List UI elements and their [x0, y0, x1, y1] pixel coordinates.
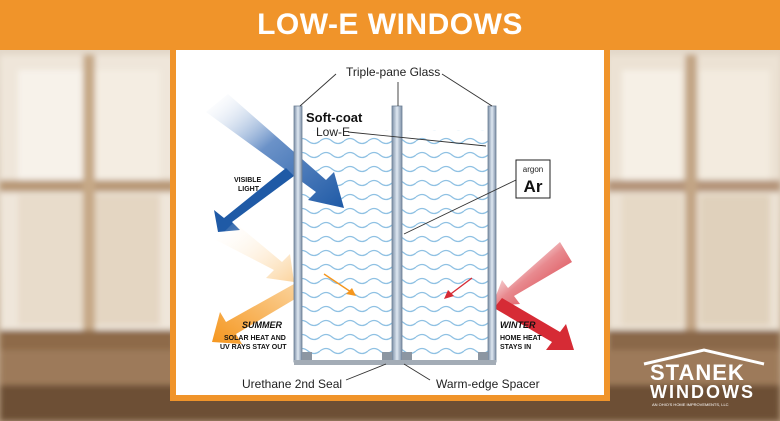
- summer-heat-arrow: [212, 222, 356, 344]
- summer-line-2: UV RAYS STAY OUT: [220, 344, 287, 351]
- argon-gas-fill-left: [302, 130, 392, 362]
- argon-gas-fill-right: [402, 130, 488, 362]
- visible-light-label-1: VISIBLE: [234, 177, 262, 184]
- winter-reflect-line: [447, 277, 473, 297]
- logo-name: STANEK: [650, 360, 745, 385]
- argon-symbol: Ar: [524, 177, 543, 196]
- visible-light-label-2: LIGHT: [238, 186, 260, 193]
- logo-tagline: AN OHIO'S HOME IMPROVEMENTS, LLC: [652, 402, 729, 407]
- logo-sub: WINDOWS: [650, 382, 755, 402]
- softcoat-label: Soft-coat: [306, 110, 363, 125]
- glass-pane-outer: [293, 105, 303, 363]
- triple-pane-diagram: Triple-pane Glass Soft-coat Low-E argon …: [206, 65, 574, 391]
- winter-line-2: STAYS IN: [500, 344, 531, 351]
- spacer-and-seal: [294, 352, 496, 365]
- winter-line-1: HOME HEAT: [500, 335, 542, 342]
- page-title: LOW-E WINDOWS: [257, 8, 523, 41]
- house-roof-icon: [643, 348, 765, 366]
- title-banner: LOW-E WINDOWS: [0, 0, 780, 50]
- diagram-panel: Triple-pane Glass Soft-coat Low-E argon …: [170, 50, 610, 401]
- glass-pane-inner: [487, 105, 497, 363]
- lowe-label: Low-E: [316, 125, 350, 139]
- summer-line-1: SOLAR HEAT AND: [224, 335, 286, 342]
- summer-reflect-line: [323, 273, 355, 295]
- warm-edge-spacer-label: Warm-edge Spacer: [436, 377, 540, 391]
- stanek-windows-logo: STANEK WINDOWS AN OHIO'S HOME IMPROVEMEN…: [640, 348, 770, 416]
- urethane-seal-label: Urethane 2nd Seal: [242, 377, 342, 391]
- argon-word: argon: [523, 165, 543, 174]
- winter-title: WINTER: [500, 320, 536, 330]
- diagram-canvas: Triple-pane Glass Soft-coat Low-E argon …: [176, 50, 604, 395]
- triple-pane-label: Triple-pane Glass: [346, 65, 440, 79]
- leader-lines: [299, 73, 517, 381]
- summer-title: SUMMER: [242, 320, 282, 330]
- argon-label-box: argon Ar: [515, 159, 551, 199]
- glass-pane-middle: [391, 105, 403, 363]
- visible-light-arrow: [206, 94, 344, 232]
- winter-heat-arrow: [444, 242, 574, 350]
